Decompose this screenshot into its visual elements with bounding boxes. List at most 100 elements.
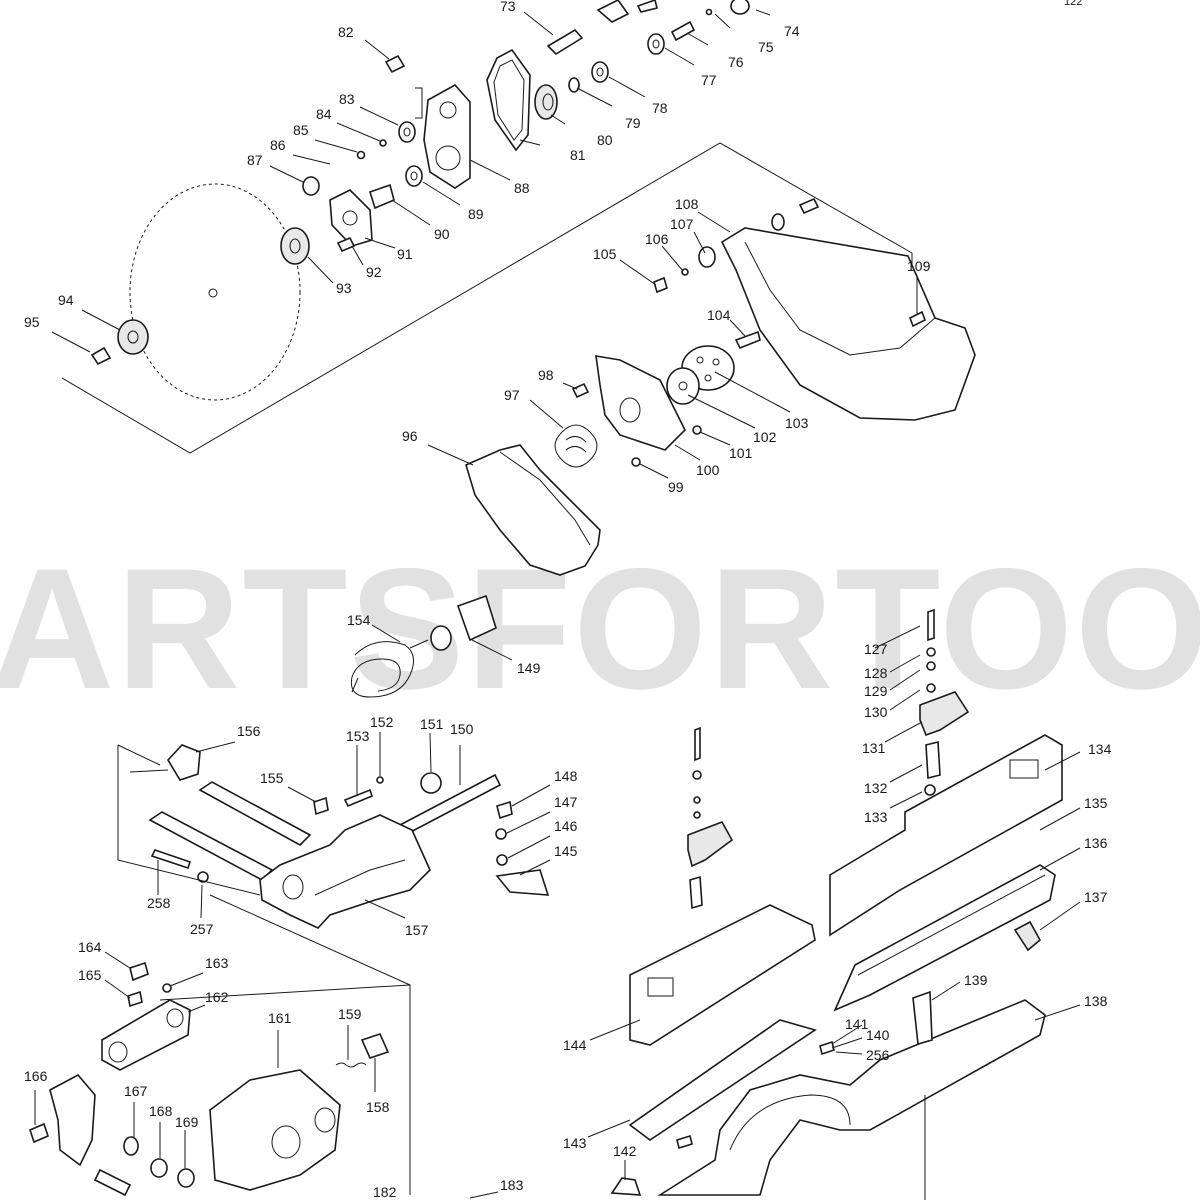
part-label-91: 91: [397, 246, 413, 262]
part-label-85: 85: [293, 122, 309, 138]
part-label-163: 163: [205, 955, 229, 971]
part-label-80: 80: [597, 132, 613, 148]
part-label-87: 87: [247, 152, 263, 168]
blade-guard-assembly: [465, 197, 976, 576]
part-label-168: 168: [149, 1103, 173, 1119]
part-label-161: 161: [268, 1010, 292, 1026]
part-label-135: 135: [1084, 795, 1108, 811]
flange-plate-drawing: [329, 189, 373, 247]
part-label-106: 106: [645, 231, 669, 247]
part-label-105: 105: [593, 246, 617, 262]
part-label-104: 104: [707, 307, 731, 323]
part-label-73: 73: [500, 0, 516, 14]
part-label-79: 79: [625, 115, 641, 131]
watermark-text: ARTSFORTOOLS.: [0, 533, 1200, 725]
sub-fence-left-drawing: [629, 904, 816, 1046]
part-label-258: 258: [147, 895, 171, 911]
part-label-148: 148: [554, 768, 578, 784]
lower-guard-drawing: [465, 444, 601, 576]
part-label-141: 141: [845, 1016, 869, 1032]
gear-housing-drawing: [423, 83, 471, 189]
upper-guard-drawing: [720, 227, 976, 421]
spring-drawing: [554, 424, 598, 468]
part-label-134: 134: [1088, 741, 1112, 757]
link-plate-drawing: [101, 999, 191, 1071]
part-label-154: 154: [347, 612, 371, 628]
blade-gear-assembly: [61, 0, 913, 454]
part-label-146: 146: [554, 818, 578, 834]
part-label-151: 151: [420, 716, 444, 732]
part-label-149: 149: [517, 660, 541, 676]
part-label-86: 86: [270, 137, 286, 153]
part-label-83: 83: [339, 91, 355, 107]
part-label-156: 156: [237, 723, 261, 739]
part-label-102: 102: [753, 429, 777, 445]
part-label-75: 75: [758, 39, 774, 55]
fence-base-assembly: [610, 608, 1063, 1200]
part-label-103: 103: [785, 415, 809, 431]
part-label-88: 88: [514, 180, 530, 196]
part-label-155: 155: [260, 770, 284, 786]
part-label-162: 162: [205, 989, 229, 1005]
part-label-129: 129: [864, 683, 888, 699]
part-label-96: 96: [402, 428, 418, 444]
part-label-142: 142: [613, 1143, 637, 1159]
part-label-84: 84: [316, 106, 332, 122]
lever-drawing: [49, 1073, 96, 1167]
slide-holder-drawing: [259, 814, 431, 929]
part-label-137: 137: [1084, 889, 1108, 905]
part-label-99: 99: [668, 479, 684, 495]
part-label-183: 183: [500, 1177, 524, 1193]
part-label-153: 153: [346, 728, 370, 744]
part-label-98: 98: [538, 367, 554, 383]
clamp-knob-drawing: [919, 691, 970, 737]
part-label-93: 93: [336, 280, 352, 296]
part-label-82: 82: [338, 24, 354, 40]
torsion-spring-drawing: [350, 639, 429, 698]
pivot-holder-drawing: [209, 1069, 341, 1191]
part-label-74: 74: [784, 23, 800, 39]
part-label-157: 157: [405, 922, 429, 938]
part-label-109: 109: [907, 258, 931, 274]
holder-assembly: [29, 961, 411, 1197]
part-label-169: 169: [175, 1114, 199, 1130]
guide-fence-drawing: [833, 864, 1056, 1012]
saw-blade-drawing: [129, 183, 301, 401]
part-label-101: 101: [729, 445, 753, 461]
leader-lines: [34, 9, 1081, 1199]
part-label-138: 138: [1084, 993, 1108, 1009]
part-label-140: 140: [866, 1027, 890, 1043]
part-label-182: 182: [373, 1184, 397, 1200]
part-label-107: 107: [670, 216, 694, 232]
part-label-164: 164: [78, 939, 102, 955]
part-label-133: 133: [864, 809, 888, 825]
part-label-94: 94: [58, 292, 74, 308]
part-label-76: 76: [728, 54, 744, 70]
part-label-165: 165: [78, 967, 102, 983]
part-number-labels: 73 74 75 76 77 78 79 80 81 82 83 84 85 8…: [24, 0, 1112, 1200]
part-label-132: 132: [864, 780, 888, 796]
part-label-89: 89: [468, 206, 484, 222]
part-label-145: 145: [554, 843, 578, 859]
page-corner-label: 122: [1064, 0, 1082, 8]
assembly-outline: [61, 142, 913, 454]
part-label-166: 166: [24, 1068, 48, 1084]
part-label-95: 95: [24, 314, 40, 330]
gear-drawing: [534, 84, 558, 120]
part-label-256: 256: [866, 1047, 890, 1063]
part-label-167: 167: [124, 1083, 148, 1099]
part-label-159: 159: [338, 1006, 362, 1022]
part-label-152: 152: [370, 714, 394, 730]
part-label-97: 97: [504, 387, 520, 403]
part-label-90: 90: [434, 226, 450, 242]
part-label-257: 257: [190, 921, 214, 937]
part-label-158: 158: [366, 1099, 390, 1115]
sub-fence-right-drawing: [829, 734, 1063, 937]
part-label-92: 92: [366, 264, 382, 280]
part-label-147: 147: [554, 794, 578, 810]
part-label-143: 143: [563, 1135, 587, 1151]
part-label-131: 131: [862, 740, 886, 756]
guard-bracket-drawing: [595, 355, 686, 451]
part-label-100: 100: [696, 462, 720, 478]
